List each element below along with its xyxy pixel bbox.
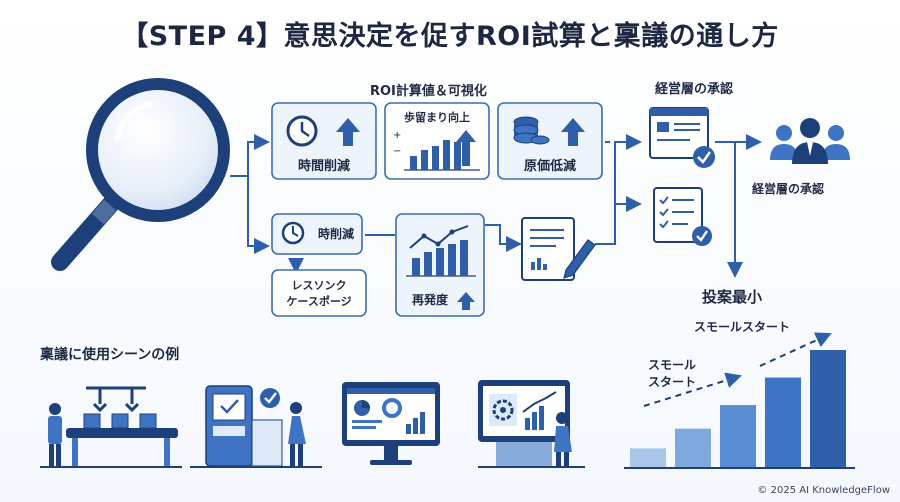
approval-document-icon [649,107,715,168]
roi-box-recurrence: 再発度 [395,213,485,317]
growth-bar-4 [765,377,801,468]
growth-bar-2 [675,428,711,468]
cost-reduction-label: 原価低減 [524,158,576,174]
arrow-up-icon [336,118,360,146]
dashboard-monitor-illustration [342,382,440,465]
rising-bars-icon: + − [393,130,480,171]
growth-label-large: スモールスタート [694,320,791,334]
document-pen-icon [521,217,596,281]
roi-box-time-small: 時削減 [271,213,363,255]
roi-box-response: レスソンク ケースポージ [271,269,367,317]
executives-icon [770,118,850,164]
arrow-up-icon [457,292,475,310]
roi-box-yield-improvement: 歩留まり向上 + − [384,102,490,180]
factory-line-illustration [40,386,182,468]
growth-arrows [643,332,832,407]
line-chart-icon [406,225,476,277]
approval-heading: 経営層の承認 [655,82,734,97]
growth-bar-1 [630,448,666,468]
flow-connectors [230,134,762,278]
copyright: © 2025 AI KnowledgeFlow [757,485,890,496]
growth-bar-5 [810,350,846,468]
executives-label: 経営層の承認 [752,182,825,196]
coins-icon [513,116,550,145]
growth-label-small-line2: スタート [648,375,697,389]
response-label-line1: レスソンク [292,279,347,292]
roi-section-heading: ROI計算値＆可視化 [370,84,487,99]
roi-box-time-reduction: 時間削減 [271,102,377,180]
roi-box-cost-reduction: 原価低減 [497,102,603,180]
min-investment-label: 投案最小 [702,288,763,306]
kiosk-approval-illustration [190,385,322,468]
time-small-label: 時削減 [318,226,354,241]
svg-text:−: − [393,146,401,157]
arrow-up-icon [561,118,585,146]
growth-label-small-line1: スモール [648,358,697,372]
recurrence-label: 再発度 [412,292,449,307]
scenes-heading: 稟議に使用シーンの例 [40,347,180,363]
svg-text:+: + [393,130,401,141]
yield-improvement-label: 歩留まり向上 [404,110,470,124]
magnifier-icon [51,78,230,271]
growth-bar-chart [624,350,855,469]
page-title: 【STEP 4】意思決定を促すROI試算と稟議の通し方 [121,21,779,52]
clock-icon [281,221,305,245]
checklist-document-icon [653,187,712,246]
time-reduction-label: 時間削減 [298,158,350,174]
growth-bar-3 [720,405,756,468]
clock-icon [286,115,318,147]
response-label-line2: ケースポージ [286,294,351,308]
analyst-monitor-illustration [478,380,585,468]
